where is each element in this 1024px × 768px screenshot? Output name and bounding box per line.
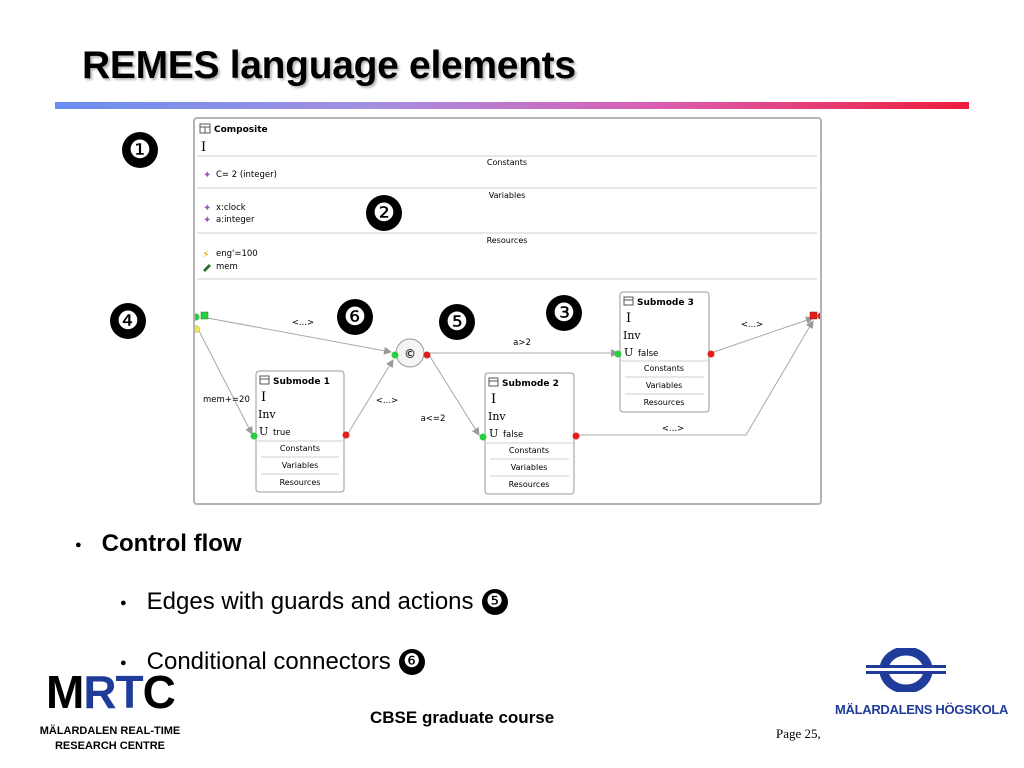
remes-diagram: Composite I Constants Variables Resource… <box>193 117 822 505</box>
submode-row: Variables <box>282 461 319 470</box>
composite-header: Composite I <box>199 123 268 155</box>
callout-2-icon: ❷ <box>366 195 402 231</box>
mrtc-logo: MRTC <box>46 666 176 718</box>
submode-icon <box>259 375 270 385</box>
submode-invariant: I <box>626 311 631 326</box>
submode-row: Constants <box>280 444 320 453</box>
pencil-icon <box>203 264 211 272</box>
diagram-svg: Composite I Constants Variables Resource… <box>195 123 820 495</box>
submode-name: Submode 2 <box>502 379 559 389</box>
mrtc-subtitle-line: MÄLARDALEN REAL-TIME <box>39 725 181 737</box>
submode-inv: Inv <box>623 329 641 342</box>
edge-submode2-exit <box>576 320 814 436</box>
mrtc-subtitle: MÄLARDALEN REAL-TIME RESEARCH CENTRE <box>38 724 182 754</box>
edge-connector-submode2 <box>428 354 480 436</box>
page-number: Page 25, <box>776 726 821 741</box>
edge-submode1-connector <box>346 359 394 436</box>
variable-icon: ✦ <box>203 215 211 226</box>
submode-urgent-value: true <box>273 428 290 438</box>
bullet-connectors: ● Conditional connectors ❻ <box>120 648 425 676</box>
mdh-logo-icon <box>866 648 946 692</box>
submode-3: Submode 3 I Inv U false Constants Variab… <box>614 291 715 413</box>
submode-name: Submode 1 <box>273 377 330 387</box>
entry-port <box>200 311 209 320</box>
callout-5-icon: ❺ <box>439 304 475 340</box>
submode-invariant: I <box>491 392 496 407</box>
svg-text:©: © <box>404 347 416 361</box>
submode-row: Constants <box>509 446 549 455</box>
edge-label: a>2 <box>513 338 531 348</box>
bullet-dot-icon: ● <box>120 657 127 669</box>
submode-urgent: U <box>489 427 498 440</box>
bullet-text: Conditional connectors <box>146 648 391 675</box>
callout-3-icon: ❸ <box>546 295 582 331</box>
edge-entry-connector <box>201 316 392 355</box>
submode-name: Submode 3 <box>637 298 694 308</box>
lightning-icon: ⚡ <box>202 248 210 261</box>
bullet-text: Control flow <box>101 530 242 557</box>
submode-icon <box>623 296 634 306</box>
edge-label: <...> <box>662 424 684 434</box>
course-name: CBSE graduate course <box>370 708 555 727</box>
mdh-logo-text: MÄLARDALENS HÖGSKOLA <box>835 702 1009 717</box>
edge-entry-submode1 <box>197 328 253 435</box>
callout-6-inline-icon: ❻ <box>398 648 425 675</box>
callout-6-icon: ❻ <box>337 299 373 335</box>
composite-invariant: I <box>201 140 206 155</box>
variable-item: a:integer <box>216 215 255 225</box>
composite-constants-title: Constants <box>487 158 527 167</box>
submode-urgent-value: false <box>503 430 523 440</box>
submode-row: Variables <box>646 381 683 390</box>
submode-icon <box>488 377 499 387</box>
submode-urgent: U <box>259 425 268 438</box>
bullet-text: Edges with guards and actions <box>146 588 474 615</box>
resource-item: mem <box>216 262 238 272</box>
submode-2: Submode 2 I Inv U false Constants Variab… <box>479 372 580 495</box>
submode-invariant: I <box>261 390 266 405</box>
constant-icon: ✦ <box>203 170 211 181</box>
bullet-dot-icon: ● <box>75 539 82 551</box>
composite-name: Composite <box>214 125 268 135</box>
edge-submode3-exit <box>710 316 814 354</box>
bullet-control-flow: ● Control flow <box>75 530 242 558</box>
submode-row: Resources <box>509 480 550 489</box>
entry-point <box>195 313 200 321</box>
edge-label: <...> <box>741 320 763 330</box>
callout-4-icon: ❹ <box>110 303 146 339</box>
submode-inv: Inv <box>488 410 506 423</box>
submode-1: Submode 1 I Inv U true Constants Variabl… <box>250 370 350 493</box>
edge-label: a<=2 <box>421 414 446 424</box>
submode-row: Variables <box>511 463 548 472</box>
edge-label: <...> <box>376 396 398 406</box>
mrtc-subtitle-line: RESEARCH CENTRE <box>54 740 165 752</box>
edge-label: mem+=20 <box>203 395 250 405</box>
history-entry <box>195 325 200 333</box>
composite-resources-title: Resources <box>487 236 528 245</box>
constant-item: C= 2 (integer) <box>216 170 277 180</box>
submode-row: Resources <box>644 398 685 407</box>
callout-5-inline-icon: ❺ <box>481 588 508 615</box>
resource-item: eng'=100 <box>216 249 258 259</box>
bullet-dot-icon: ● <box>120 597 127 609</box>
submode-urgent-value: false <box>638 349 658 359</box>
bullet-edges: ● Edges with guards and actions ❺ <box>120 588 508 616</box>
submode-row: Constants <box>644 364 684 373</box>
exit-port <box>809 311 818 320</box>
variable-item: x:clock <box>216 203 246 213</box>
title-underline <box>55 102 969 109</box>
composite-variables-title: Variables <box>489 191 526 200</box>
conditional-connector: © <box>391 338 431 368</box>
slide-title: REMES language elements <box>82 44 576 87</box>
edge-label: <...> <box>292 318 314 328</box>
exit-point <box>817 312 820 320</box>
submode-row: Resources <box>280 478 321 487</box>
variable-icon: ✦ <box>203 203 211 214</box>
submode-urgent: U <box>624 346 633 359</box>
callout-1-icon: ❶ <box>122 132 158 168</box>
submode-inv: Inv <box>258 408 276 421</box>
